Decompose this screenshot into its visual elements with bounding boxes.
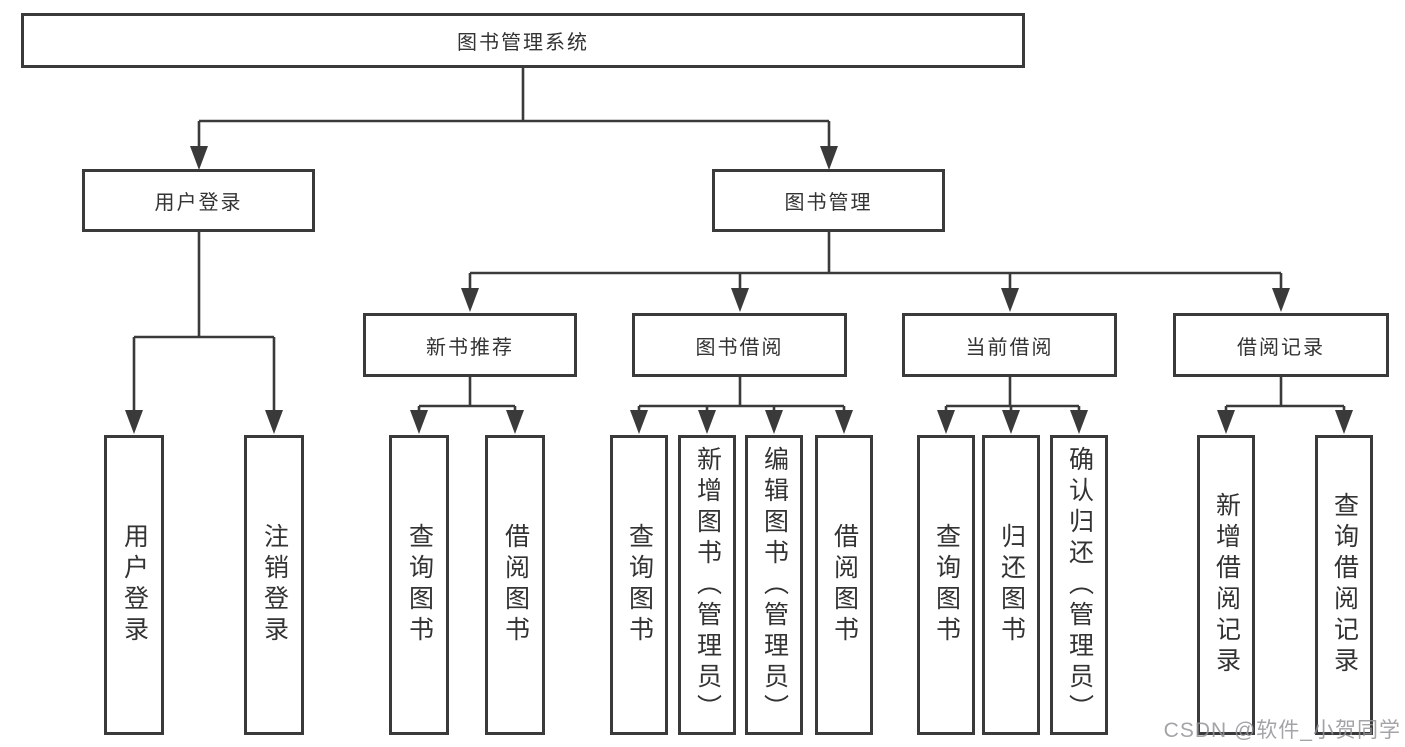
connector-user-login-to-leaves — [125, 232, 283, 434]
leaf-records-add-record-label: 新增借阅记录 — [1212, 492, 1241, 678]
connector-book-management-to-level3 — [461, 232, 1290, 312]
node-root: 图书管理系统 — [21, 13, 1025, 68]
csdn-watermark: CSDN @软件_小贺同学 — [1163, 719, 1401, 742]
leaf-borrowing-add-books-admin: 新增图书（管理员） — [678, 435, 736, 735]
leaf-borrowing-edit-books-admin-label: 编辑图书（管理员） — [760, 445, 789, 725]
leaf-records-query-record-label: 查询借阅记录 — [1330, 492, 1359, 678]
connector-new-book-recommendation-to-leaves — [410, 377, 524, 434]
leaf-logout-login-label: 注销登录 — [260, 523, 289, 647]
node-root-label: 图书管理系统 — [457, 32, 589, 54]
node-borrowing-records-label: 借阅记录 — [1237, 336, 1325, 359]
leaf-borrowing-add-books-admin-label: 新增图书（管理员） — [693, 445, 722, 725]
connector-root-to-level2 — [190, 68, 838, 170]
leaf-logout-login: 注销登录 — [244, 435, 304, 735]
leaf-current-confirm-return-admin-label: 确认归还（管理员） — [1065, 445, 1094, 725]
leaf-user-login: 用户登录 — [104, 435, 164, 735]
leaf-borrowing-borrow-books-label: 借阅图书 — [830, 523, 859, 647]
leaf-newbooks-borrow-books: 借阅图书 — [485, 435, 545, 735]
leaf-user-login-label: 用户登录 — [120, 523, 149, 647]
leaf-newbooks-query-books-label: 查询图书 — [405, 523, 434, 647]
leaf-records-add-record: 新增借阅记录 — [1197, 435, 1255, 735]
node-book-borrowing: 图书借阅 — [632, 313, 847, 377]
connector-book-borrowing-to-leaves — [630, 377, 853, 434]
node-new-book-recommendation-label: 新书推荐 — [426, 336, 514, 359]
leaf-borrowing-query-books-label: 查询图书 — [625, 523, 654, 647]
connector-borrowing-records-to-leaves — [1217, 377, 1353, 434]
leaf-current-return-books: 归还图书 — [982, 435, 1040, 735]
node-user-login: 用户登录 — [82, 169, 315, 232]
leaf-current-query-books-label: 查询图书 — [932, 523, 961, 647]
node-user-login-label: 用户登录 — [154, 192, 243, 214]
node-current-borrowing: 当前借阅 — [902, 313, 1117, 377]
leaf-current-confirm-return-admin: 确认归还（管理员） — [1050, 435, 1108, 735]
leaf-records-query-record: 查询借阅记录 — [1315, 435, 1373, 735]
leaf-borrowing-borrow-books: 借阅图书 — [815, 435, 873, 735]
node-new-book-recommendation: 新书推荐 — [363, 313, 577, 377]
connector-current-borrowing-to-leaves — [937, 377, 1088, 434]
leaf-borrowing-query-books: 查询图书 — [610, 435, 668, 735]
node-borrowing-records: 借阅记录 — [1173, 313, 1389, 377]
node-current-borrowing-label: 当前借阅 — [965, 336, 1054, 359]
node-book-borrowing-label: 图书借阅 — [695, 336, 784, 359]
node-book-management-label: 图书管理 — [784, 192, 873, 214]
leaf-current-return-books-label: 归还图书 — [997, 523, 1026, 647]
leaf-current-query-books: 查询图书 — [917, 435, 975, 735]
leaf-newbooks-query-books: 查询图书 — [389, 435, 449, 735]
leaf-newbooks-borrow-books-label: 借阅图书 — [501, 523, 530, 647]
leaf-borrowing-edit-books-admin: 编辑图书（管理员） — [745, 435, 803, 735]
node-book-management: 图书管理 — [712, 169, 945, 232]
